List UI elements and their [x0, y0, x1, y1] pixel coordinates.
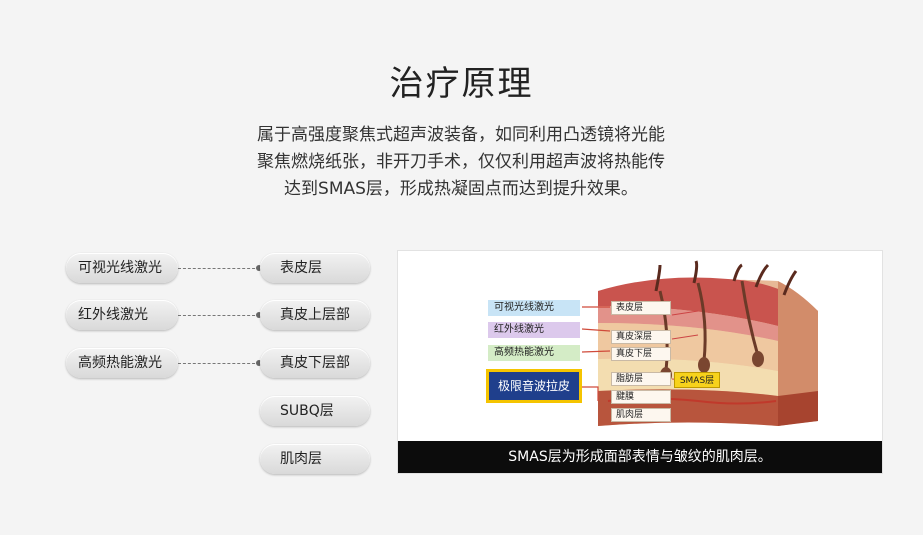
description-line: 达到SMAS层，形成热凝固点而达到提升效果。: [284, 179, 638, 199]
connector-line: [178, 268, 260, 269]
figure-smas-label: SMAS层: [674, 372, 720, 388]
figure-label-high-frequency: 高频热能激光: [488, 345, 580, 361]
figure-label-infrared: 红外线激光: [488, 322, 580, 338]
figure-layer-fat: 脂肪层: [611, 372, 671, 386]
layer-upper-dermis: 真皮上层部: [260, 300, 370, 330]
figure-layer-lower-dermis: 真皮下层: [611, 347, 671, 361]
laser-high-frequency: 高频热能激光: [66, 348, 178, 378]
figure-layer-epidermis: 表皮层: [611, 301, 671, 315]
laser-visible-light: 可视光线激光: [66, 253, 178, 283]
description-line: 聚焦燃烧纸张，非开刀手术，仅仅利用超声波将热能传: [257, 152, 665, 172]
figure-label-visible: 可视光线激光: [488, 300, 580, 316]
layer-lower-dermis: 真皮下层部: [260, 348, 370, 378]
figure-layer-aponeurosis: 腱膜: [611, 390, 671, 404]
connector-line: [178, 315, 260, 316]
layer-muscle: 肌肉层: [260, 444, 370, 474]
connector-dot: [256, 360, 262, 366]
description-line: 属于高强度聚焦式超声波装备，如同利用凸透镜将光能: [257, 125, 665, 145]
connector-dot: [256, 312, 262, 318]
connector-line: [178, 363, 260, 364]
page-title: 治疗原理: [389, 64, 534, 104]
skin-diagram: 可视光线激光 红外线激光 高频热能激光 极限音波拉皮 表皮层 真皮深层 真皮下层…: [397, 250, 883, 474]
connector-dot: [256, 265, 262, 271]
figure-caption: SMAS层为形成面部表情与皱纹的肌肉层。: [398, 441, 882, 473]
layer-subq: SUBQ层: [260, 396, 370, 426]
laser-infrared: 红外线激光: [66, 300, 178, 330]
figure-label-hifu: 极限音波拉皮: [486, 369, 582, 403]
figure-layer-deep-dermis: 真皮深层: [611, 330, 671, 344]
description: 属于高强度聚焦式超声波装备，如同利用凸透镜将光能 聚焦燃烧纸张，非开刀手术，仅仅…: [211, 122, 711, 203]
layer-epidermis: 表皮层: [260, 253, 370, 283]
figure-layer-muscle: 肌肉层: [611, 408, 671, 422]
